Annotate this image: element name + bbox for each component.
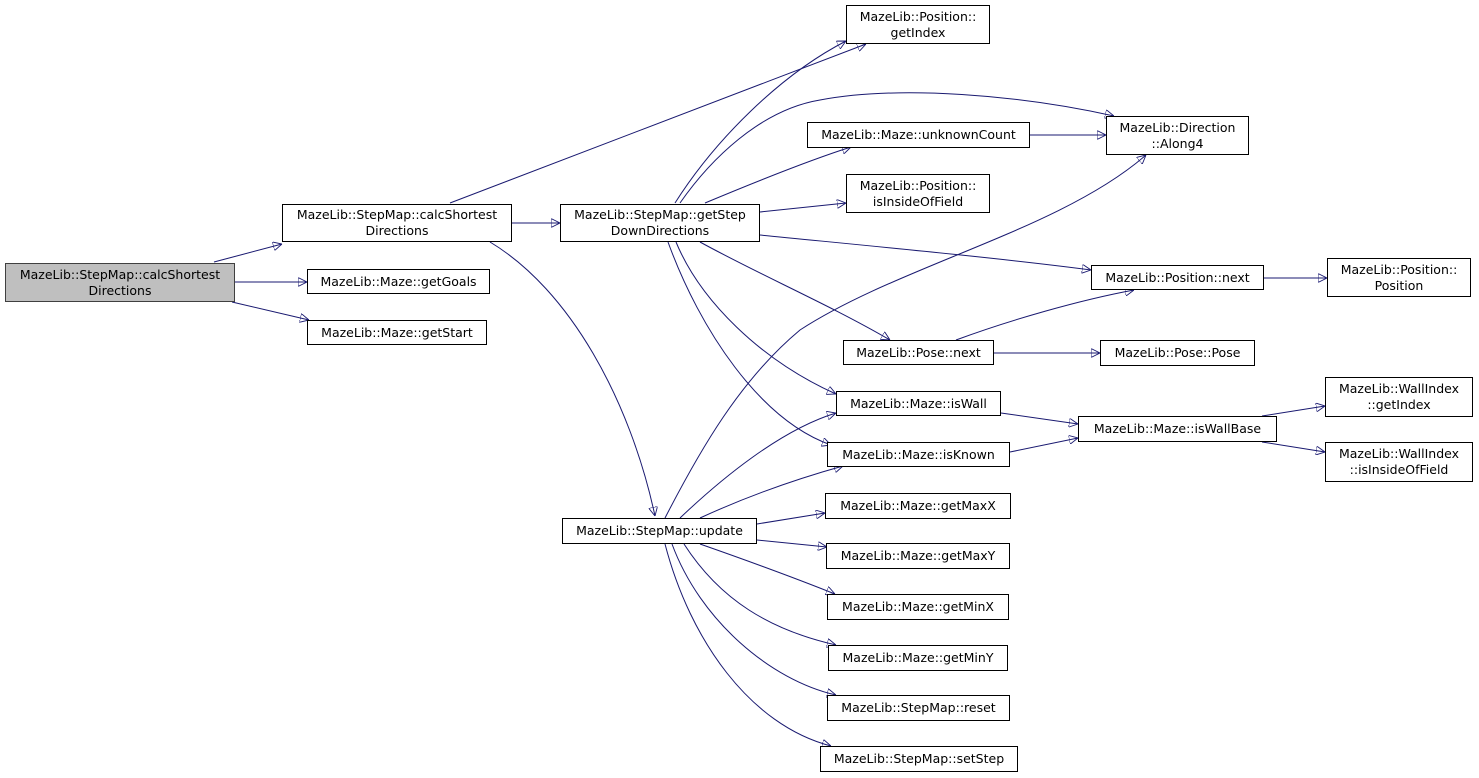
node-label-line: MazeLib::Maze::isWallBase bbox=[1093, 421, 1262, 436]
node-label-line: MazeLib::Maze::getMaxX bbox=[840, 498, 996, 513]
edge-update-getMinY bbox=[683, 543, 836, 645]
node-pose-next[interactable]: MazeLib::Pose::next bbox=[843, 340, 994, 365]
node-direction-along4[interactable]: MazeLib::Direction ::Along4 bbox=[1106, 116, 1249, 155]
node-label-line: MazeLib::StepMap::getStep bbox=[574, 207, 746, 222]
node-label-line: Directions bbox=[88, 282, 152, 298]
edge-getStep-isWall bbox=[675, 241, 836, 394]
edge-getStep-posGetIndex bbox=[674, 41, 846, 204]
edge-calc2-posGetIndex bbox=[449, 44, 866, 204]
node-label-line: MazeLib::Position:: bbox=[1340, 261, 1458, 277]
edge-root-calc2 bbox=[213, 244, 282, 263]
node-position-next[interactable]: MazeLib::Position::next bbox=[1091, 265, 1264, 290]
edge-update-getMinX bbox=[699, 543, 835, 594]
node-label-line: MazeLib::Maze::isWall bbox=[850, 395, 987, 411]
node-label-line: MazeLib::Position:: bbox=[859, 8, 977, 24]
node-maze-get-goals[interactable]: MazeLib::Maze::getGoals bbox=[307, 269, 490, 294]
node-label-line: ::Along4 bbox=[1151, 135, 1204, 151]
edge-isWall-isWallBase bbox=[1000, 412, 1078, 424]
edge-getStep-poseNext bbox=[699, 241, 890, 340]
node-maze-is-known[interactable]: MazeLib::Maze::isKnown bbox=[827, 442, 1010, 467]
edge-isWallBase-wiGetIndex bbox=[1261, 406, 1325, 417]
node-wall-index-get-index[interactable]: MazeLib::WallIndex ::getIndex bbox=[1325, 377, 1473, 417]
edge-getStep-unknownCount bbox=[704, 147, 851, 204]
node-label-line: MazeLib::Maze::getMinX bbox=[842, 599, 994, 614]
node-label-line: MazeLib::Maze::getMaxY bbox=[840, 548, 996, 563]
node-label-line: MazeLib::Position:: bbox=[859, 177, 977, 193]
node-label-line: MazeLib::StepMap::update bbox=[576, 523, 743, 538]
node-label-line: MazeLib::StepMap::calcShortest bbox=[296, 207, 498, 222]
node-maze-get-max-x[interactable]: MazeLib::Maze::getMaxX bbox=[825, 493, 1011, 519]
node-position-get-index[interactable]: MazeLib::Position:: getIndex bbox=[846, 5, 990, 44]
node-label-line: MazeLib::StepMap::reset bbox=[841, 700, 996, 715]
edge-update-reset bbox=[671, 543, 836, 695]
node-step-map-reset[interactable]: MazeLib::StepMap::reset bbox=[827, 695, 1010, 721]
edge-update-isKnown bbox=[699, 466, 843, 519]
edge-update-getMaxY bbox=[756, 539, 827, 547]
node-maze-get-min-y[interactable]: MazeLib::Maze::getMinY bbox=[828, 645, 1008, 671]
node-label-line: MazeLib::Position::next bbox=[1105, 269, 1250, 285]
node-maze-get-start[interactable]: MazeLib::Maze::getStart bbox=[307, 320, 487, 345]
node-step-map-set-step[interactable]: MazeLib::StepMap::setStep bbox=[820, 746, 1018, 772]
node-label-line: MazeLib::Pose::next bbox=[856, 344, 981, 360]
node-maze-get-max-y[interactable]: MazeLib::Maze::getMaxY bbox=[826, 543, 1010, 569]
node-step-map-update[interactable]: MazeLib::StepMap::update bbox=[562, 518, 757, 544]
edge-update-along4 bbox=[664, 155, 1146, 519]
node-calc-shortest-directions[interactable]: MazeLib::StepMap::calcShortest Direction… bbox=[282, 204, 512, 242]
edge-update-setStep bbox=[664, 543, 831, 746]
edge-getStep-posInside bbox=[759, 203, 846, 213]
node-label-line: isInsideOfField bbox=[872, 193, 964, 209]
edge-getStep-along4 bbox=[679, 92, 1114, 204]
node-label-line: Position bbox=[1374, 277, 1424, 293]
node-label-line: MazeLib::Direction bbox=[1119, 119, 1236, 135]
node-maze-unknown-count[interactable]: MazeLib::Maze::unknownCount bbox=[807, 122, 1030, 148]
edge-getStep-posNext bbox=[759, 234, 1091, 270]
node-label-line: Directions bbox=[365, 223, 429, 238]
node-label-line: MazeLib::WallIndex bbox=[1338, 381, 1460, 396]
edge-isWallBase-wiInside bbox=[1261, 441, 1325, 452]
edge-update-getMaxX bbox=[756, 513, 825, 525]
node-root-calc-shortest-directions[interactable]: MazeLib::StepMap::calcShortest Direction… bbox=[5, 263, 235, 302]
node-get-step-down-directions[interactable]: MazeLib::StepMap::getStep DownDirections bbox=[560, 204, 760, 242]
node-label-line: getIndex bbox=[890, 24, 946, 40]
edge-poseNext-posNext bbox=[955, 290, 1134, 341]
node-label-line: MazeLib::Maze::getMinY bbox=[842, 650, 994, 665]
edge-getStep-isKnown bbox=[667, 241, 831, 445]
node-position-constructor[interactable]: MazeLib::Position:: Position bbox=[1327, 258, 1471, 297]
edge-calc2-update bbox=[489, 241, 655, 516]
node-label-line: ::getIndex bbox=[1367, 397, 1431, 412]
node-label-line: MazeLib::Maze::isKnown bbox=[842, 446, 995, 462]
node-maze-is-wall[interactable]: MazeLib::Maze::isWall bbox=[836, 391, 1001, 416]
node-wall-index-is-inside-of-field[interactable]: MazeLib::WallIndex ::isInsideOfField bbox=[1325, 442, 1473, 482]
node-label-line: ::isInsideOfField bbox=[1349, 462, 1449, 477]
node-position-is-inside-of-field[interactable]: MazeLib::Position:: isInsideOfField bbox=[846, 174, 990, 213]
node-pose-constructor[interactable]: MazeLib::Pose::Pose bbox=[1100, 340, 1255, 366]
node-label-line: MazeLib::Maze::getGoals bbox=[320, 273, 477, 289]
edge-root-getStart bbox=[231, 301, 309, 320]
node-label-line: MazeLib::StepMap::setStep bbox=[833, 751, 1005, 766]
node-label-line: DownDirections bbox=[610, 223, 710, 238]
node-label-line: MazeLib::Maze::unknownCount bbox=[821, 127, 1016, 142]
node-label-line: MazeLib::Pose::Pose bbox=[1114, 345, 1241, 360]
node-label-line: MazeLib::Maze::getStart bbox=[321, 324, 473, 340]
node-maze-is-wall-base[interactable]: MazeLib::Maze::isWallBase bbox=[1078, 416, 1277, 442]
node-label-line: MazeLib::StepMap::calcShortest bbox=[19, 266, 221, 282]
node-label-line: MazeLib::WallIndex bbox=[1338, 446, 1460, 461]
edge-isKnown-isWallBase bbox=[1009, 438, 1078, 453]
node-maze-get-min-x[interactable]: MazeLib::Maze::getMinX bbox=[827, 594, 1009, 620]
edge-update-isWall bbox=[679, 413, 836, 519]
